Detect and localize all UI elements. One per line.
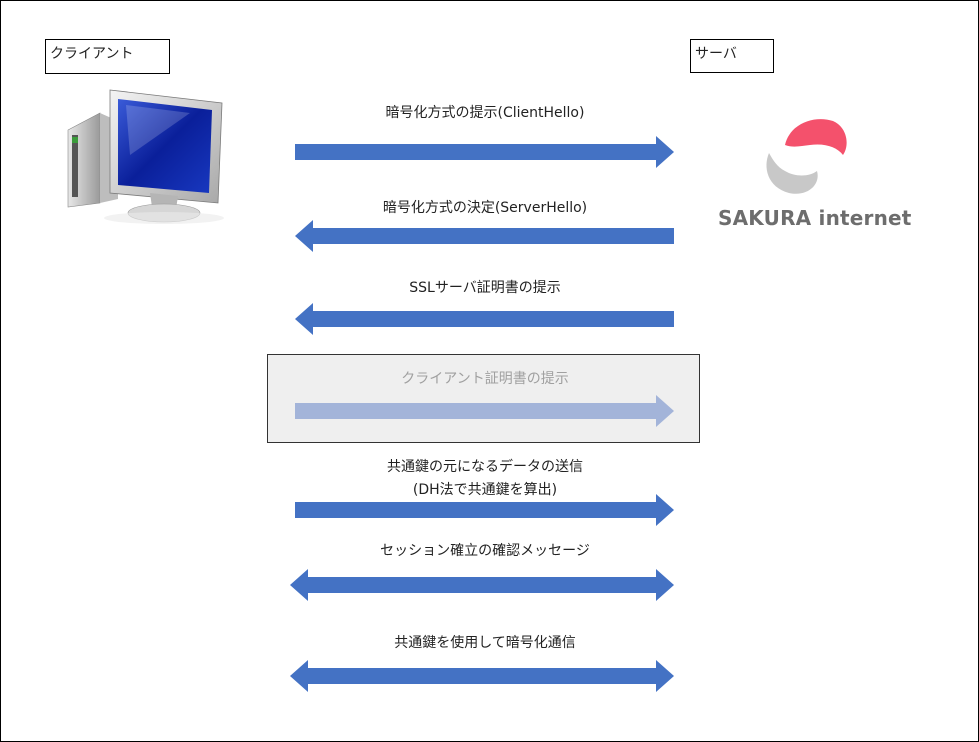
step-2-label: 暗号化方式の決定(ServerHello) xyxy=(290,197,680,219)
step-5-label-line-1: 共通鍵の元になるデータの送信 xyxy=(290,456,680,478)
step-4-arrow xyxy=(288,393,678,429)
step-4-label: クライアント証明書の提示 xyxy=(290,368,680,390)
step-6-arrow xyxy=(288,567,678,603)
step-1-arrow xyxy=(288,134,678,170)
step-7-arrow xyxy=(288,658,678,694)
computer-icon xyxy=(60,85,260,230)
step-5-arrow xyxy=(288,492,678,528)
sakura-internet-wordmark: SAKURA internet xyxy=(718,206,912,230)
client-label: クライアント xyxy=(45,39,170,74)
step-6-label: セッション確立の確認メッセージ xyxy=(290,540,680,562)
step-1-label: 暗号化方式の提示(ClientHello) xyxy=(290,102,680,124)
step-3-arrow xyxy=(288,301,678,337)
server-label: サーバ xyxy=(690,39,774,73)
step-2-arrow xyxy=(288,218,678,254)
sakura-internet-logo xyxy=(755,115,855,197)
step-3-label: SSLサーバ証明書の提示 xyxy=(290,277,680,299)
step-7-label: 共通鍵を使用して暗号化通信 xyxy=(290,632,680,654)
